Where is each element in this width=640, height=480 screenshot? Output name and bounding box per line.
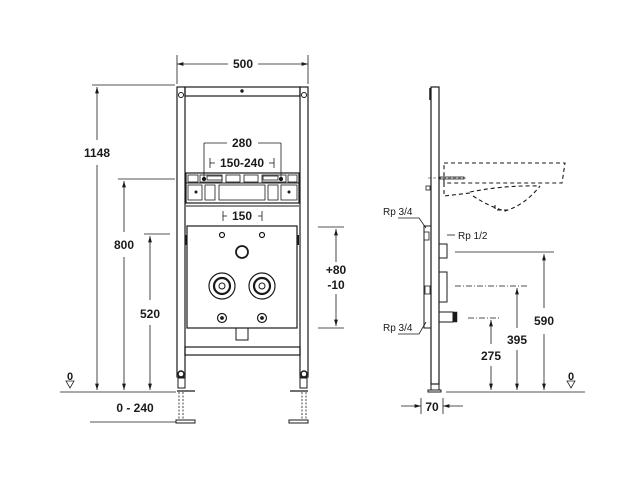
mount-hole-icon <box>218 231 226 239</box>
hole-spacing-label: 150 <box>232 209 252 223</box>
outlet-icon <box>216 312 228 324</box>
floor-level-label: 0 <box>67 371 73 383</box>
height-275-label: 275 <box>481 349 501 363</box>
left-connector-icon <box>208 272 236 300</box>
depth-label: 70 <box>425 400 439 414</box>
right-upright <box>299 86 309 378</box>
thread-bottom-label: Rp 3/4 <box>383 323 413 334</box>
side-dimensions <box>398 217 585 414</box>
total-height-label: 1148 <box>84 146 110 160</box>
plate-height-label: 520 <box>140 307 160 321</box>
left-upright <box>176 86 186 378</box>
frame-profile <box>430 86 440 385</box>
thread-top-label: Rp 3/4 <box>383 207 413 218</box>
washbasin-outline <box>443 162 566 212</box>
drain-connector <box>438 271 448 303</box>
foot-adjust-label: 0 - 240 <box>116 401 154 415</box>
mounting-plate <box>185 225 299 341</box>
top-left-bolt-icon <box>178 92 184 98</box>
plate-adjust-bottom-label: -10 <box>327 278 345 292</box>
crossbar-mark <box>240 89 244 93</box>
right-foot <box>288 370 309 424</box>
side-view <box>423 86 566 393</box>
plate-adjust-top-label: +80 <box>326 263 347 277</box>
front-dimensions <box>60 55 344 423</box>
outlet-icon <box>256 312 268 324</box>
bracket-rail <box>185 172 300 207</box>
height-395-label: 395 <box>507 333 527 347</box>
thread-supply-label: Rp 1/2 <box>458 231 488 242</box>
bottom-crossbar <box>184 346 301 356</box>
front-view <box>175 86 309 424</box>
right-connector-icon <box>248 272 276 300</box>
top-right-bolt-icon <box>301 92 307 98</box>
top-crossbar <box>184 86 301 97</box>
height-590-label: 590 <box>534 314 554 328</box>
bracket-inner-label: 150-240 <box>220 156 264 170</box>
side-floor-level-label: 0 <box>568 371 574 383</box>
drain-hole-icon <box>235 245 249 259</box>
rear-box <box>423 225 432 329</box>
width-label: 500 <box>233 57 253 71</box>
bracket-height-label: 800 <box>114 238 134 252</box>
bracket-outer-label: 280 <box>232 136 252 150</box>
left-foot <box>175 370 196 424</box>
mount-hole-icon <box>258 231 266 239</box>
outlet-connector <box>438 311 454 323</box>
supply-connector <box>438 243 448 259</box>
